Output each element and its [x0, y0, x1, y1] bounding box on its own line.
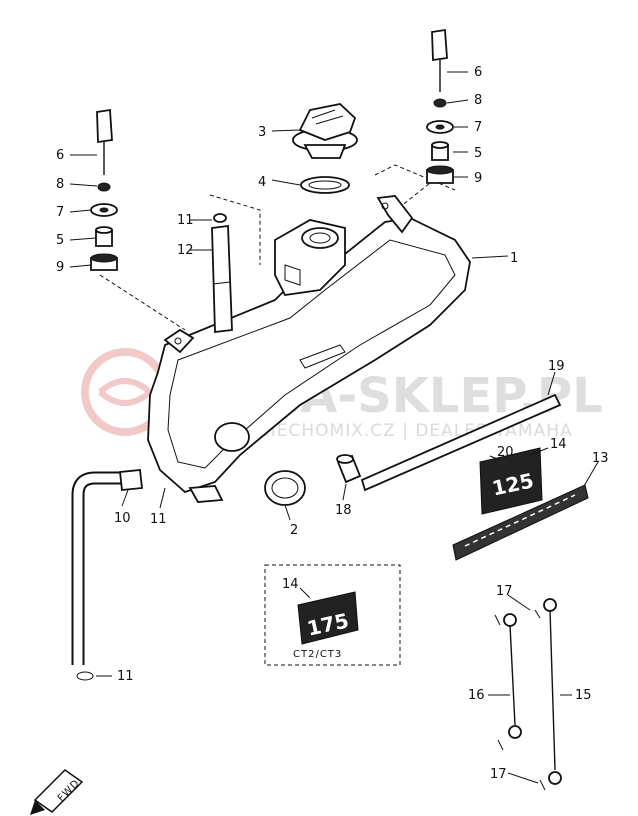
- watermark-logo-mark: [98, 378, 155, 406]
- callout-c8l: 8: [56, 177, 64, 192]
- fuel-pipe: [71, 469, 143, 681]
- fuel-tank: [147, 195, 471, 503]
- callout-c18: 18: [335, 503, 352, 518]
- callout-c10: 10: [114, 511, 131, 526]
- breather-pipe: [211, 213, 233, 334]
- callout-c8r: 8: [474, 93, 482, 108]
- tank-emblem: 125: [479, 447, 543, 515]
- callout-c6r: 6: [474, 65, 482, 80]
- callout-c12: 12: [177, 243, 194, 258]
- variant-label: CT2/CT3: [293, 649, 342, 660]
- callout-c11b: 11: [150, 512, 167, 527]
- callout-c7r: 7: [474, 120, 482, 135]
- tank-straps: [494, 598, 562, 791]
- callout-c9l: 9: [56, 260, 64, 275]
- decal-strip: [452, 484, 589, 561]
- callout-c3: 3: [258, 125, 266, 140]
- tank-plug: [264, 470, 306, 506]
- callout-c16: 16: [468, 688, 485, 703]
- callout-c7l: 7: [56, 205, 64, 220]
- fwd-arrow: FWD: [30, 769, 84, 815]
- leader-lines: [69, 71, 599, 784]
- callout-c5r: 5: [474, 146, 482, 161]
- callout-c6l: 6: [56, 148, 64, 163]
- cap-gasket: [300, 176, 350, 194]
- grommet: [336, 454, 362, 484]
- callout-c14a: 14: [550, 437, 567, 452]
- callout-c11c: 11: [117, 669, 134, 684]
- left-mount-stack: [90, 108, 118, 271]
- callout-c17b: 17: [490, 767, 507, 782]
- callout-c19: 19: [548, 359, 565, 374]
- callout-c11a: 11: [177, 213, 194, 228]
- right-mount-stack: [426, 28, 454, 184]
- callout-c9r: 9: [474, 171, 482, 186]
- callout-c5l: 5: [56, 233, 64, 248]
- callout-c4: 4: [258, 175, 266, 190]
- variant-box: 175 CT2/CT3: [264, 564, 401, 666]
- tank-strip: [360, 393, 562, 492]
- callout-c15: 15: [575, 688, 592, 703]
- callout-c17a: 17: [496, 584, 513, 599]
- callout-c2: 2: [290, 523, 298, 538]
- callout-c13: 13: [592, 451, 609, 466]
- callout-c20: 20: [497, 445, 514, 460]
- callout-c14b: 14: [282, 577, 299, 592]
- callout-c1: 1: [510, 251, 518, 266]
- filler-cap: [292, 103, 358, 159]
